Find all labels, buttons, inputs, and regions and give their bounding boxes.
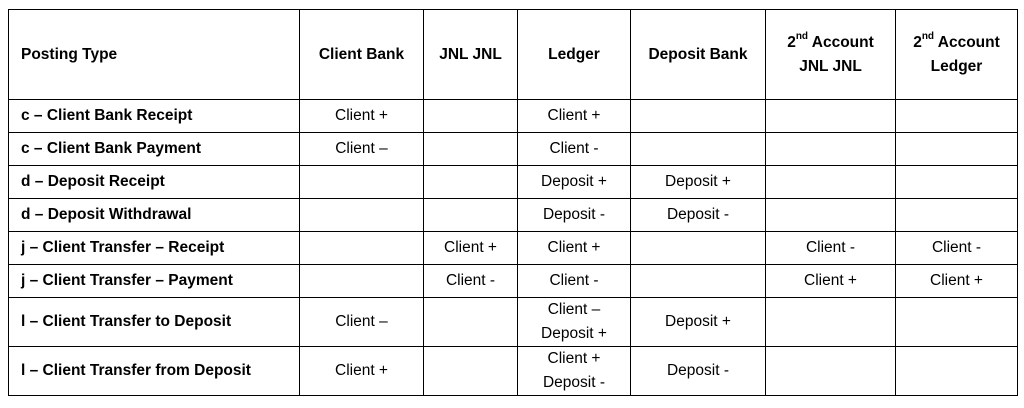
cell-deposit-bank: Deposit - bbox=[630, 346, 766, 396]
cell-deposit-bank: Deposit - bbox=[630, 198, 766, 232]
ledger-line: Client + bbox=[547, 350, 601, 367]
cell-client-bank bbox=[299, 231, 424, 265]
table-row: j – Client Transfer – Receipt Client + Cli… bbox=[8, 231, 1018, 265]
cell-ledger: Client - bbox=[517, 132, 631, 166]
account-word: Account bbox=[808, 33, 874, 51]
ledger-line: Client + bbox=[547, 107, 601, 124]
header-posting-type: Posting Type bbox=[8, 9, 300, 100]
cell-posting-type: l – Client Transfer to Deposit bbox=[8, 297, 300, 347]
cell-ledger: Client + bbox=[517, 231, 631, 265]
ordinal-suffix: nd bbox=[795, 31, 809, 43]
ledger-line: Deposit - bbox=[542, 206, 606, 223]
cell-2nd-account-ledger bbox=[895, 165, 1018, 199]
cell-posting-type: l – Client Transfer from Deposit bbox=[8, 346, 300, 396]
ledger-line: Deposit + bbox=[541, 325, 607, 342]
header-deposit-bank: Deposit Bank bbox=[630, 9, 766, 100]
cell-2nd-account-jnl bbox=[765, 346, 896, 396]
ledger-line: Client - bbox=[549, 272, 599, 289]
cell-deposit-bank bbox=[630, 264, 766, 298]
ordinal-number: 2 bbox=[787, 33, 796, 51]
cell-deposit-bank: Deposit + bbox=[630, 165, 766, 199]
cell-ledger: Deposit + bbox=[517, 165, 631, 199]
cell-client-bank: Client + bbox=[299, 99, 424, 133]
header-2nd-account-ledger-line2: Ledger bbox=[930, 57, 983, 75]
cell-2nd-account-jnl bbox=[765, 198, 896, 232]
cell-2nd-account-ledger bbox=[895, 132, 1018, 166]
header-2nd-account-jnl: 2nd Account JNL JNL bbox=[765, 9, 896, 100]
cell-posting-type: c – Client Bank Receipt bbox=[8, 99, 300, 133]
ordinal-suffix: nd bbox=[921, 31, 935, 43]
cell-client-bank: Client + bbox=[299, 346, 424, 396]
cell-jnl-jnl: Client + bbox=[423, 231, 518, 265]
cell-2nd-account-ledger bbox=[895, 198, 1018, 232]
cell-jnl-jnl bbox=[423, 297, 518, 347]
cell-posting-type: j – Client Transfer – Receipt bbox=[8, 231, 300, 265]
cell-deposit-bank: Deposit + bbox=[630, 297, 766, 347]
cell-ledger: Client - bbox=[517, 264, 631, 298]
cell-2nd-account-ledger: Client + bbox=[895, 264, 1018, 298]
cell-jnl-jnl bbox=[423, 99, 518, 133]
ledger-line: Client - bbox=[549, 140, 599, 157]
cell-2nd-account-jnl bbox=[765, 297, 896, 347]
cell-2nd-account-ledger bbox=[895, 346, 1018, 396]
cell-jnl-jnl bbox=[423, 346, 518, 396]
header-2nd-account-jnl-line2: JNL JNL bbox=[799, 57, 862, 75]
cell-2nd-account-jnl: Client + bbox=[765, 264, 896, 298]
cell-2nd-account-ledger: Client - bbox=[895, 231, 1018, 265]
cell-2nd-account-jnl: Client - bbox=[765, 231, 896, 265]
cell-deposit-bank bbox=[630, 231, 766, 265]
cell-jnl-jnl: Client - bbox=[423, 264, 518, 298]
header-2nd-account-ledger-line1: 2nd Account bbox=[900, 31, 1013, 55]
cell-jnl-jnl bbox=[423, 198, 518, 232]
header-row: Posting Type Client Bank JNL JNL Ledger … bbox=[8, 9, 1018, 100]
cell-deposit-bank bbox=[630, 132, 766, 166]
cell-ledger: Deposit - bbox=[517, 198, 631, 232]
cell-posting-type: d – Deposit Receipt bbox=[8, 165, 300, 199]
posting-type-table: Posting Type Client Bank JNL JNL Ledger … bbox=[8, 9, 1018, 396]
cell-ledger: Client + bbox=[517, 99, 631, 133]
cell-2nd-account-jnl bbox=[765, 132, 896, 166]
cell-posting-type: d – Deposit Withdrawal bbox=[8, 198, 300, 232]
table-row: j – Client Transfer – Payment Client - Cli… bbox=[8, 264, 1018, 298]
account-word: Account bbox=[934, 33, 1000, 51]
header-2nd-account-ledger: 2nd Account Ledger bbox=[895, 9, 1018, 100]
table-row: d – Deposit Withdrawal Deposit - Deposit - bbox=[8, 198, 1018, 232]
header-client-bank: Client Bank bbox=[299, 9, 424, 100]
cell-posting-type: j – Client Transfer – Payment bbox=[8, 264, 300, 298]
table-row: d – Deposit Receipt Deposit + Deposit + bbox=[8, 165, 1018, 199]
cell-client-bank bbox=[299, 198, 424, 232]
ordinal-number: 2 bbox=[913, 33, 922, 51]
cell-2nd-account-ledger bbox=[895, 297, 1018, 347]
ledger-line: Deposit - bbox=[542, 374, 606, 391]
cell-deposit-bank bbox=[630, 99, 766, 133]
cell-client-bank bbox=[299, 264, 424, 298]
cell-posting-type: c – Client Bank Payment bbox=[8, 132, 300, 166]
cell-client-bank bbox=[299, 165, 424, 199]
ledger-line: Client + bbox=[547, 239, 601, 256]
header-jnl-jnl: JNL JNL bbox=[423, 9, 518, 100]
cell-client-bank: Client – bbox=[299, 132, 424, 166]
cell-2nd-account-jnl bbox=[765, 99, 896, 133]
cell-2nd-account-ledger bbox=[895, 99, 1018, 133]
header-ledger: Ledger bbox=[517, 9, 631, 100]
cell-jnl-jnl bbox=[423, 132, 518, 166]
cell-jnl-jnl bbox=[423, 165, 518, 199]
ledger-line: Deposit + bbox=[541, 173, 607, 190]
cell-ledger: Client – Deposit + bbox=[517, 297, 631, 347]
cell-client-bank: Client – bbox=[299, 297, 424, 347]
cell-2nd-account-jnl bbox=[765, 165, 896, 199]
ledger-line: Client – bbox=[547, 301, 601, 318]
header-2nd-account-jnl-line1: 2nd Account bbox=[770, 31, 891, 55]
cell-ledger: Client + Deposit - bbox=[517, 346, 631, 396]
